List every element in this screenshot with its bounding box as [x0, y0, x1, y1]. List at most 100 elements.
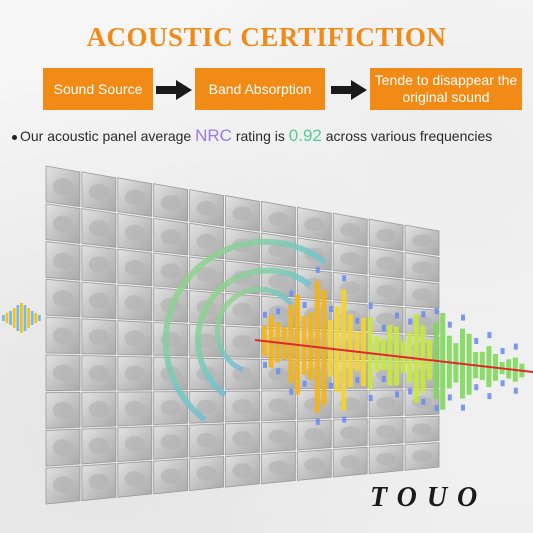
wave-bar	[23, 305, 27, 331]
wave-bar	[20, 303, 23, 333]
panel-tile-dimple	[304, 458, 325, 472]
panel-tile-dimple	[52, 401, 74, 419]
panel-tile-dimple	[196, 399, 217, 415]
wave-peak	[263, 311, 267, 318]
page-title: ACOUSTIC CERTIFICTION	[86, 22, 447, 52]
panel-tile-dimple	[232, 302, 253, 318]
panel-tile-dimple	[411, 234, 433, 247]
wave-peak	[342, 416, 347, 423]
panel-tile-dimple	[411, 450, 433, 463]
wave-peak	[461, 314, 465, 321]
bullet-icon	[12, 134, 17, 140]
panel-tile-dimple	[304, 337, 325, 352]
wave-bar	[9, 311, 12, 325]
panel-tile-dimple	[160, 263, 181, 279]
panel-tile-dimple	[160, 468, 181, 484]
panel-tile-dimple	[268, 429, 289, 444]
panel-tile-dimple	[124, 189, 145, 206]
panel-tile-dimple	[376, 396, 397, 410]
wave-peak	[368, 394, 373, 401]
wave-peak	[500, 348, 505, 355]
wave-peak	[395, 391, 399, 398]
nrc-value: 0.92	[288, 126, 322, 145]
panel-tile-dimple	[88, 365, 109, 382]
wave-bar	[12, 308, 16, 328]
nrc-suffix: across various frequencies	[321, 128, 493, 144]
panel-tile-dimple	[88, 256, 109, 273]
wave-peak	[474, 338, 479, 345]
wave-peak	[355, 317, 360, 324]
wave-bar	[38, 315, 41, 321]
panel-tile-dimple	[411, 423, 433, 436]
wave-bar	[34, 313, 38, 323]
panel-tile-dimple	[376, 256, 397, 270]
panel-tile-dimple	[340, 252, 361, 266]
wave-bar	[2, 315, 5, 321]
wave-bar	[27, 308, 30, 328]
wave-peak	[276, 368, 281, 375]
panel-tile-dimple	[232, 431, 253, 446]
panel-tile-dimple	[196, 233, 217, 249]
panel-tile-dimple	[88, 401, 109, 418]
wave-peak	[302, 380, 307, 387]
panel-tile-dimple	[124, 435, 145, 452]
sound-wave-rings-icon	[162, 238, 327, 423]
wave-bar	[30, 311, 34, 325]
panel-tile-dimple	[124, 295, 145, 311]
wave-peak	[263, 361, 267, 368]
panel-tile-dimple	[196, 432, 217, 448]
arrow-right-icon	[156, 80, 192, 100]
panel-tile-dimple	[160, 229, 181, 245]
panel-tile-dimple	[376, 284, 397, 298]
wave-peak	[408, 318, 413, 325]
panel-tile-dimple	[304, 307, 325, 322]
panel-tile-dimple	[160, 400, 181, 416]
nrc-statement: Our acoustic panel average NRC rating is…	[12, 126, 532, 146]
wave-peak	[329, 382, 333, 389]
panel-tile-dimple	[304, 427, 325, 442]
nrc-middle: rating is	[231, 128, 289, 144]
panel-tile-dimple	[88, 328, 109, 345]
panel-tile-dimple	[88, 437, 109, 454]
step-sound-source: Sound Source	[43, 68, 153, 110]
panel-tile-dimple	[124, 400, 145, 417]
panel-tile-dimple	[196, 200, 217, 216]
wave-peak	[421, 311, 426, 318]
panel-tile-dimple	[376, 452, 397, 466]
wave-peak	[289, 290, 294, 297]
wave-peak	[381, 376, 386, 383]
wave-peak	[447, 321, 452, 328]
step-band-absorption: Band Absorption	[195, 68, 325, 110]
wave-peak	[513, 343, 518, 350]
wave-peak	[421, 398, 426, 405]
wave-bar	[16, 305, 20, 331]
panel-tile-dimple	[124, 224, 145, 241]
panel-tile-dimple	[52, 364, 74, 382]
wave-peak	[513, 387, 518, 394]
wave-center-line	[254, 339, 533, 373]
panel-tile-dimple	[232, 366, 253, 382]
panel-tile-dimple	[52, 178, 74, 195]
wave-peak	[381, 324, 386, 331]
panel-tile-dimple	[52, 252, 74, 270]
panel-tile-dimple	[52, 327, 74, 344]
panel-tile-dimple	[304, 217, 325, 232]
acoustic-panel-grid	[45, 165, 440, 505]
wave-peak	[474, 384, 479, 391]
panel-tile-dimple	[232, 399, 253, 414]
incoming-sound-wave	[2, 303, 41, 333]
panel-tile-dimple	[411, 288, 433, 301]
wave-peak	[395, 312, 399, 319]
wave-peak	[342, 275, 347, 282]
brand-logo: TOUO	[370, 482, 488, 513]
panel-tile-dimple	[268, 398, 289, 413]
wave-peak	[289, 388, 294, 395]
arrow-right-icon	[331, 80, 367, 100]
nrc-prefix: Our acoustic panel average	[20, 128, 196, 144]
wave-peak	[408, 388, 413, 395]
panel-tile-dimple	[52, 215, 74, 233]
wave-bar	[5, 313, 9, 323]
panel-tile-dimple	[340, 223, 361, 237]
wave-peak	[487, 332, 492, 339]
